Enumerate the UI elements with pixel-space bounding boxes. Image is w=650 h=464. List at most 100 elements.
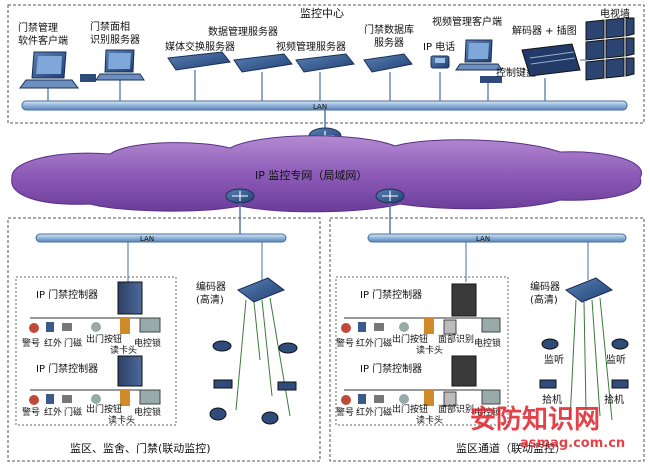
- right-r1-exit: 出门按钮: [392, 333, 428, 345]
- ip-phone-icon: [430, 55, 450, 69]
- right-r1-magnet: 门磁: [374, 337, 392, 349]
- left-controller-cabinet-1: [117, 281, 143, 315]
- watermark-main: 安防知识网: [470, 405, 600, 435]
- keyboard-icon: [480, 76, 502, 83]
- data-server-label: 数据管理服务器: [208, 25, 278, 38]
- ip-network-cloud: [11, 135, 643, 213]
- decoder-icon: [521, 43, 581, 77]
- right-r2-ir: 红外: [356, 406, 374, 418]
- left-row1-devices: [29, 317, 161, 334]
- right-r1-face: 面部识别: [438, 333, 474, 345]
- ip-phone-label: IP 电话: [423, 40, 455, 53]
- tv-wall-icon: [585, 17, 635, 81]
- left-r2-magnet: 门磁: [64, 406, 82, 418]
- left-r1-lock: 电控锁: [134, 337, 161, 349]
- access-client-label-2: 软件客户端: [18, 34, 68, 47]
- right-r1-reader: 读卡头: [416, 344, 443, 356]
- monitor-center-box: [7, 4, 645, 124]
- left-lan-bar: [35, 233, 287, 243]
- right-lan-bar: [367, 233, 627, 243]
- access-client-label-1: 门禁管理: [18, 21, 58, 34]
- tv-wall-label: 电视墙: [600, 7, 630, 20]
- left-controller-group: [15, 276, 177, 426]
- left-r2-ir: 红外: [44, 406, 62, 418]
- db-server-label-2: 服务器: [374, 36, 404, 49]
- db-server-label-1: 门禁数据库: [364, 23, 414, 36]
- left-site-caption: 监区、监舍、门禁(联动监控): [70, 441, 211, 455]
- left-r2-alarm: 警号: [22, 406, 40, 418]
- left-r2-exit: 出门按钮: [86, 403, 122, 415]
- access-client-computer-icon: [19, 51, 79, 89]
- center-lan-label: LAN: [313, 103, 327, 111]
- video-client-label: 视频管理客户端: [432, 15, 502, 28]
- decoder-label: 解码器 + 插图: [512, 24, 577, 37]
- left-r1-reader: 读卡头: [110, 344, 137, 356]
- media-server-label: 媒体交换服务器: [165, 40, 235, 53]
- right-controller-label-2: IP 门禁控制器: [360, 362, 422, 375]
- card-reader-icon: [120, 318, 130, 334]
- left-controller-label-1: IP 门禁控制器: [36, 288, 98, 301]
- right-controller-cabinet-2: [451, 355, 477, 387]
- alarm-icon: [29, 323, 39, 333]
- left-cameras: [209, 340, 298, 425]
- right-r1-ir: 红外: [356, 337, 374, 349]
- left-r2-reader: 读卡头: [108, 414, 135, 426]
- data-server-icon: [233, 53, 293, 73]
- right-site-caption: 监区通道（联动监控）: [456, 441, 566, 455]
- door-magnet-icon: [62, 323, 72, 331]
- left-lan-label: LAN: [140, 235, 154, 243]
- left-encoder-label-1: 编码器: [196, 280, 226, 293]
- right-r1-alarm: 警号: [336, 337, 354, 349]
- right-cameras: [539, 338, 629, 389]
- cloud-label: IP 监控专网（局域网）: [255, 168, 367, 182]
- face-server-label-2: 识别服务器: [90, 33, 140, 46]
- right-row1-devices: [341, 317, 501, 335]
- left-site-box: [7, 217, 321, 462]
- right-r2-alarm: 警号: [336, 406, 354, 418]
- right-r1-lock: 电控锁: [474, 337, 501, 349]
- right-controller-group: [335, 276, 509, 426]
- card-reader-icon: [80, 74, 96, 82]
- left-r1-ir: 红外: [44, 337, 62, 349]
- right-pickup-label-2: 拾机: [604, 393, 624, 406]
- right-switch-icon: [375, 188, 405, 204]
- left-r1-alarm: 警号: [22, 337, 40, 349]
- left-encoder-icon: [236, 277, 286, 303]
- electric-lock-icon: [139, 317, 161, 333]
- left-controller-label-2: IP 门禁控制器: [36, 362, 98, 375]
- right-controller-cabinet-1: [451, 283, 477, 317]
- video-server-label: 视频管理服务器: [276, 40, 346, 53]
- watermark-url: asmag.com.cn: [520, 436, 625, 451]
- face-server-label-1: 门禁面相: [90, 20, 130, 33]
- right-pickup-label-1: 拾机: [542, 393, 562, 406]
- left-r2-lock: 电控锁: [134, 406, 161, 418]
- left-switch-icon: [225, 188, 255, 204]
- left-r1-exit: 出门按钮: [86, 333, 122, 345]
- media-server-icon: [167, 51, 231, 71]
- left-encoder-label-2: (高清): [196, 293, 224, 306]
- right-encoder-icon: [564, 277, 614, 303]
- right-lan-label: LAN: [476, 235, 490, 243]
- left-r1-magnet: 门磁: [64, 337, 82, 349]
- right-controller-label-1: IP 门禁控制器: [360, 288, 422, 301]
- right-monitor-label-2: 监听: [606, 353, 626, 366]
- infrared-icon: [46, 322, 54, 332]
- right-encoder-label-2: (高清): [530, 293, 558, 306]
- left-controller-cabinet-2: [117, 355, 143, 387]
- face-server-computer-icon: [95, 49, 145, 81]
- right-encoder-label-1: 编码器: [530, 280, 560, 293]
- right-row2-devices: [341, 389, 501, 407]
- video-client-computer-icon: [455, 39, 503, 71]
- right-monitor-label-1: 监听: [544, 353, 564, 366]
- keyboard-label: 控制键盘: [496, 66, 536, 79]
- right-r2-reader: 读卡头: [416, 414, 443, 426]
- right-r2-magnet: 门磁: [374, 406, 392, 418]
- right-r2-face: 面部识别: [438, 403, 474, 415]
- video-server-icon: [295, 53, 355, 73]
- right-r2-lock: 电控锁: [474, 406, 501, 418]
- db-server-icon: [363, 53, 413, 73]
- right-site-box: [329, 217, 645, 462]
- exit-button-icon: [91, 322, 101, 332]
- monitor-center-title: 监控中心: [300, 6, 344, 20]
